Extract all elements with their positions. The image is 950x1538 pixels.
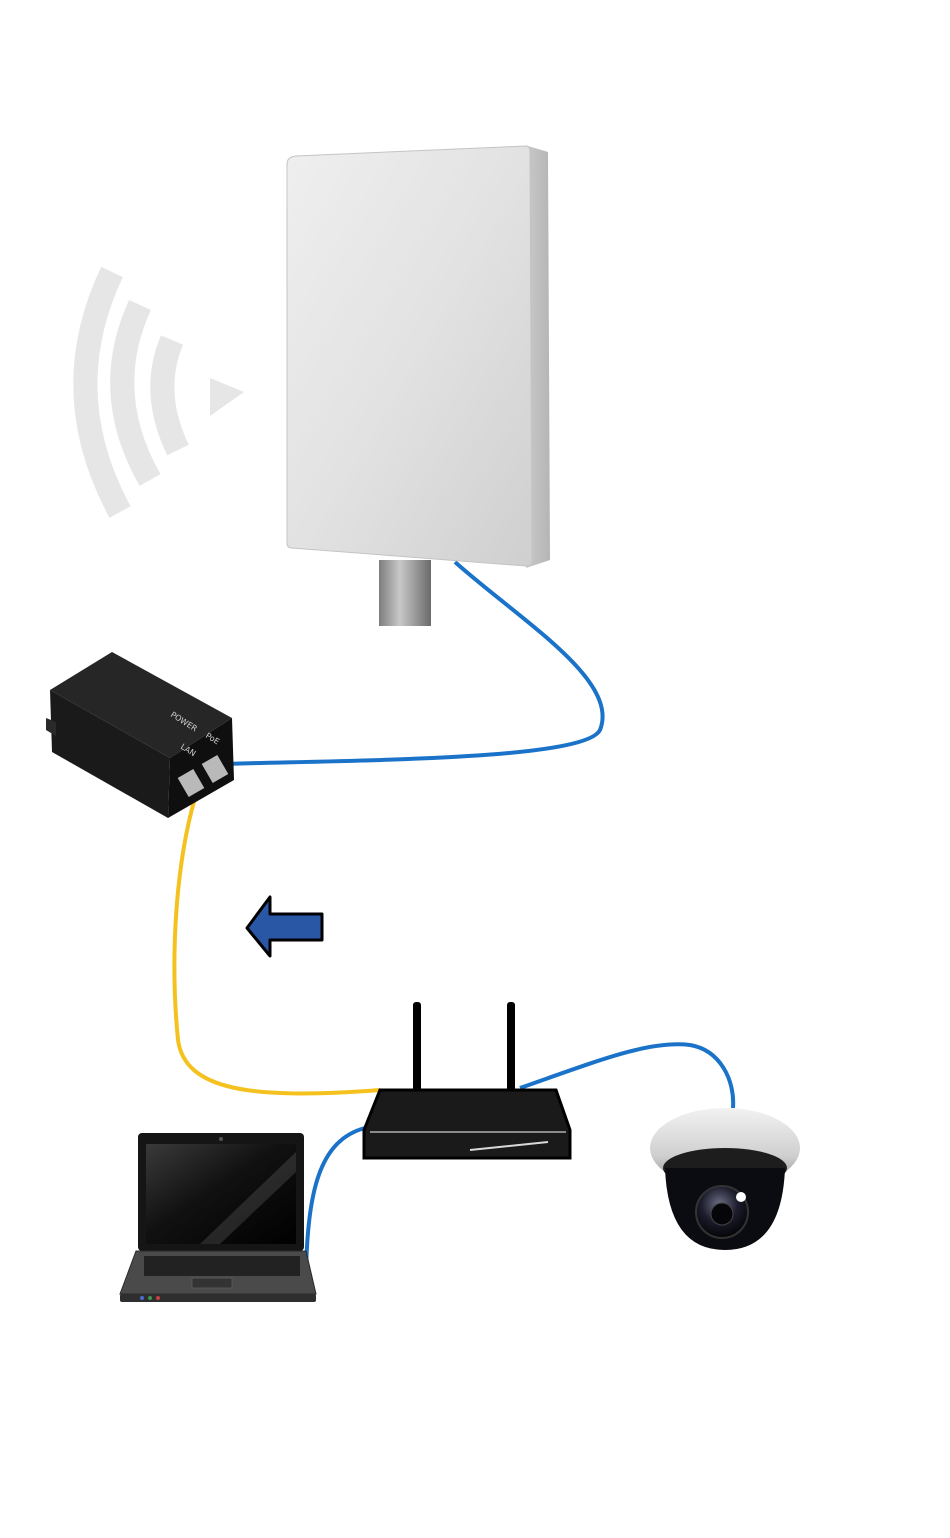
- outdoor-antenna: [287, 146, 550, 626]
- poe-injector: POWER PoE LAN: [46, 652, 234, 818]
- wifi-arc-1: [162, 340, 178, 450]
- router-antenna-right: [507, 1002, 515, 1094]
- laptop-webcam: [219, 1137, 223, 1141]
- wifi-arc-2: [122, 305, 150, 480]
- laptop: [120, 1133, 316, 1302]
- dome-camera: [650, 1108, 800, 1250]
- wifi-waves-icon: [85, 272, 244, 512]
- camera-glint: [736, 1192, 746, 1202]
- antenna-panel: [287, 146, 532, 566]
- laptop-led-red: [156, 1296, 160, 1300]
- laptop-touchpad: [192, 1278, 232, 1288]
- laptop-led-blue: [140, 1296, 144, 1300]
- router-body: [364, 1090, 570, 1158]
- camera-lens-inner: [711, 1203, 733, 1225]
- wifi-dot: [210, 378, 244, 416]
- router-antenna-left: [413, 1002, 421, 1094]
- laptop-led-green: [148, 1296, 152, 1300]
- direction-arrow: [247, 897, 322, 956]
- antenna-pole: [379, 560, 431, 626]
- cable-router-to-laptop: [306, 1128, 365, 1295]
- laptop-keyboard: [144, 1256, 300, 1276]
